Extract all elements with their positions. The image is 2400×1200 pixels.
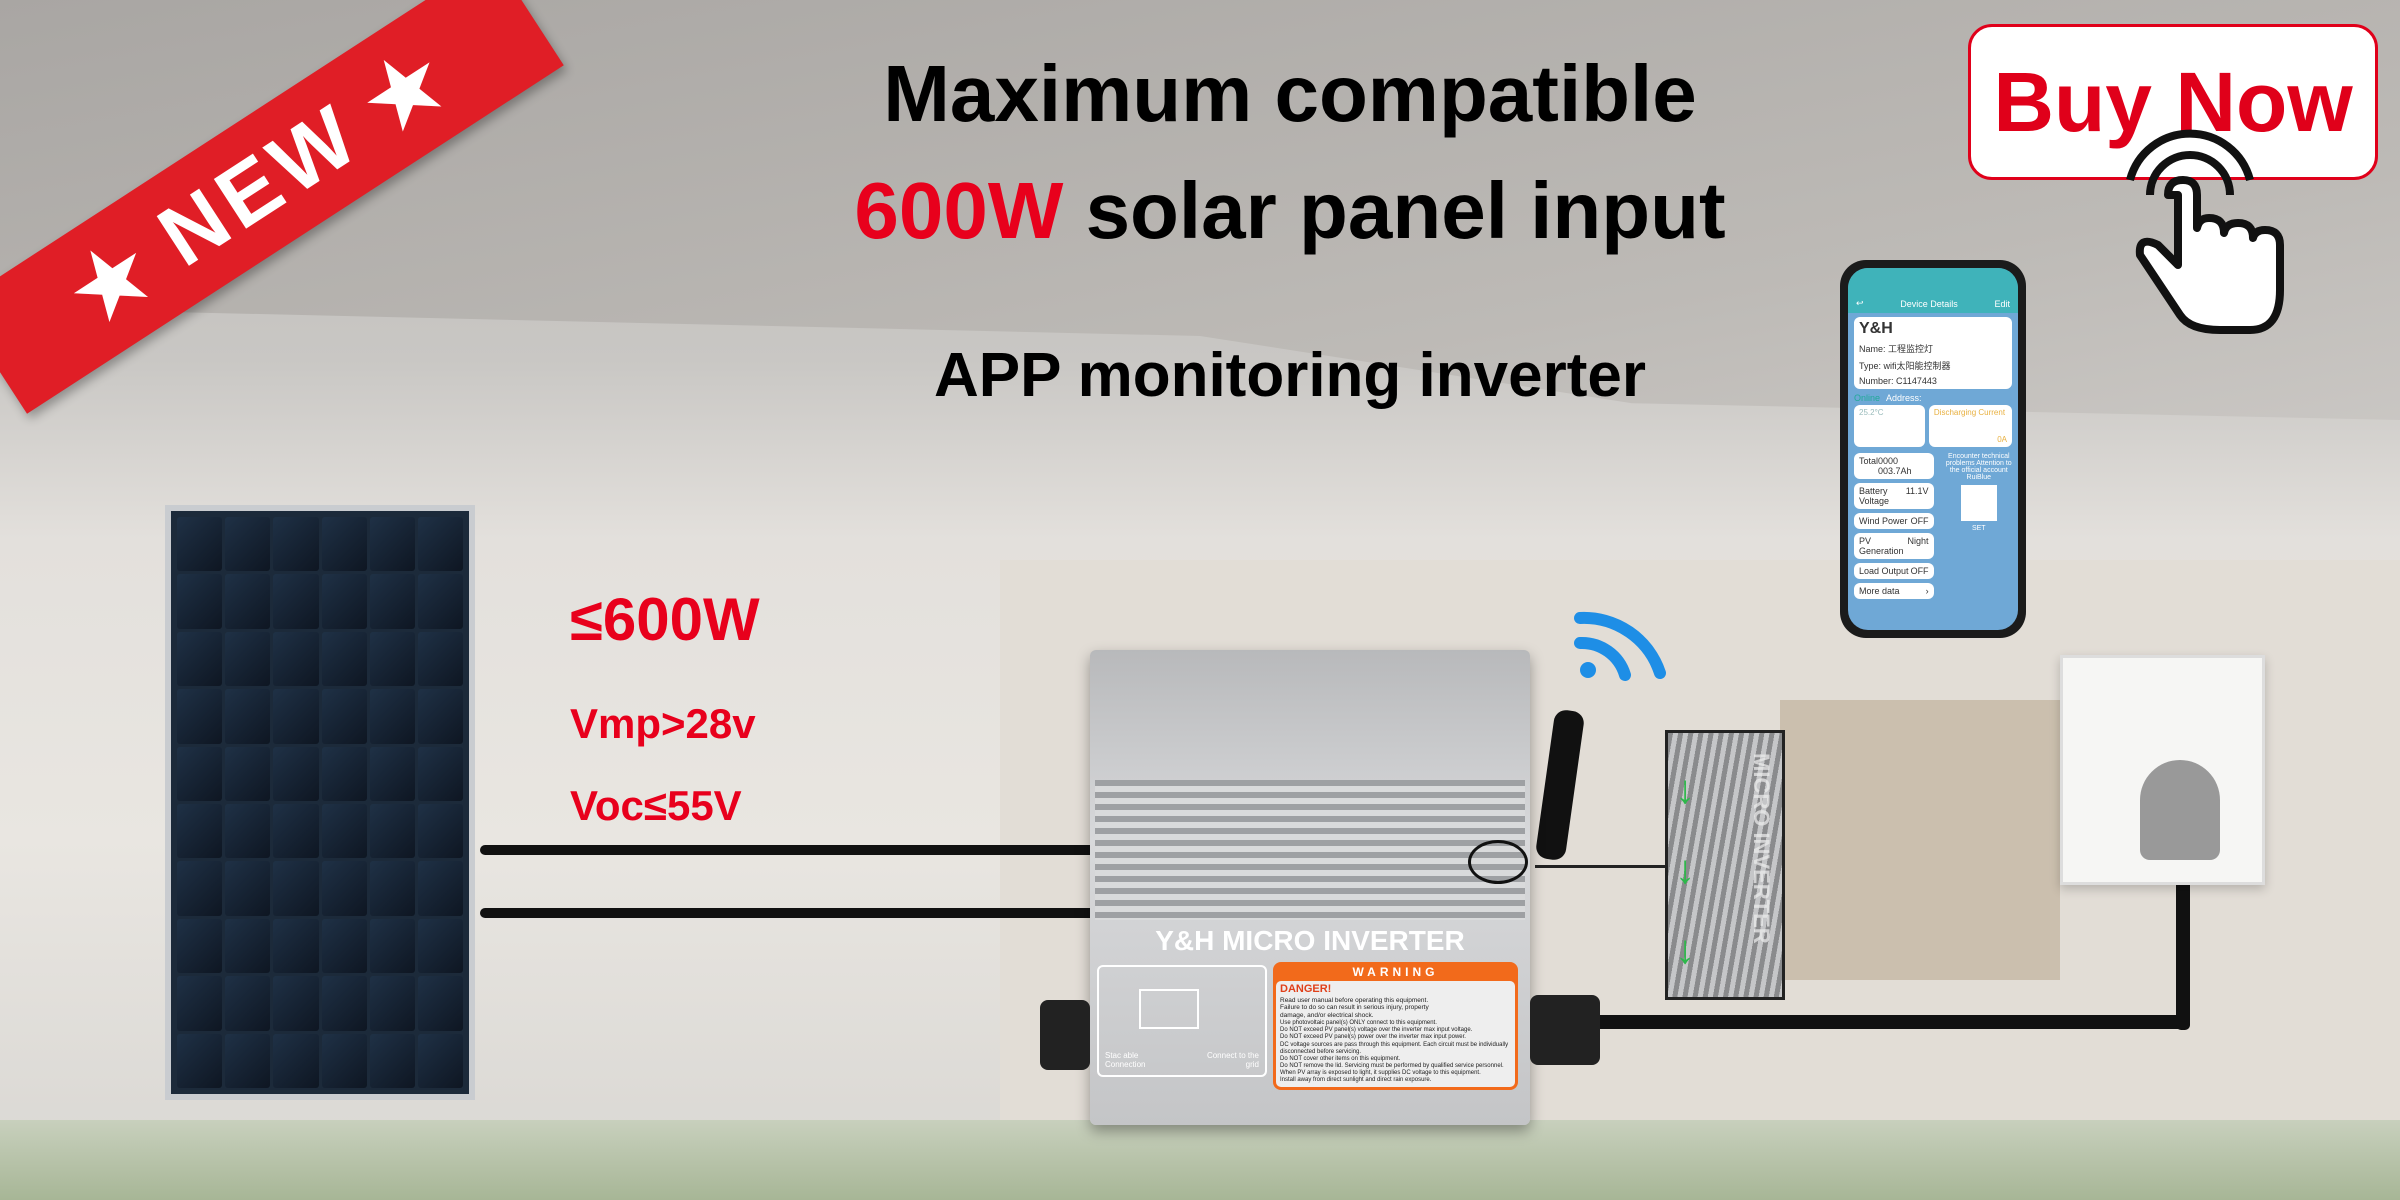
dc-cable	[480, 845, 1100, 855]
warning-rule: DC voltage sources are pass through this…	[1280, 1041, 1509, 1055]
headline-line1: Maximum compatible	[883, 49, 1697, 138]
vmp-spec: Vmp>28v	[570, 700, 756, 747]
headline-highlight: 600W	[854, 166, 1064, 255]
warning-rule: Do NOT exceed PV panel(s) voltage over t…	[1280, 1027, 1473, 1034]
row-value: 0000 003.7Ah	[1878, 456, 1912, 476]
row-label: Battery Voltage	[1859, 486, 1890, 506]
dc-connector	[1040, 1000, 1090, 1070]
detail-inset: MICRO INVERTER	[1665, 730, 1785, 1000]
warning-rule: When PV array is exposed to light, it su…	[1280, 1070, 1481, 1077]
row-value: 11.1V	[1905, 486, 1929, 496]
row-label: Wind Power	[1859, 516, 1908, 526]
warning-title: WARNING	[1276, 965, 1515, 980]
inset-text: MICRO INVERTER	[1749, 753, 1774, 944]
garden	[0, 1120, 2400, 1200]
temperature: 25.2°C	[1854, 405, 1925, 447]
device-number: Number: C1147443	[1859, 376, 1937, 386]
warning-rule: Use photovoltaic panel(s) ONLY connect t…	[1280, 1019, 1437, 1026]
warning-rule: Install away from direct sunlight and di…	[1280, 1077, 1432, 1084]
headline-line3: APP monitoring inverter	[934, 341, 1646, 410]
device-type: Type: wifi太阳能控制器	[1859, 361, 1951, 371]
device-brand: Y&H	[1859, 320, 1893, 337]
row-value: Night	[1907, 536, 1929, 546]
diagram-label-right: Connect to the grid	[1206, 1051, 1259, 1069]
ac-cable	[1530, 1015, 2190, 1029]
headline-line2: 600W solar panel input	[0, 165, 2400, 257]
more-data: More data	[1859, 586, 1900, 596]
pointing-hand-icon	[2126, 129, 2284, 334]
row-label: Load Output	[1859, 566, 1909, 576]
discharge-value: 0A	[1997, 435, 2007, 444]
chevron-right-icon: ›	[1925, 586, 1929, 596]
arrow-icons: ↓↓↓	[1675, 768, 1695, 972]
device-address: Address:	[1886, 393, 1922, 403]
row-label: PV Generation	[1859, 536, 1904, 556]
wifi-icon	[1574, 611, 1666, 681]
back-icon: ↩	[1856, 298, 1864, 308]
detail-circle	[1468, 840, 1528, 884]
wiring-diagram: Stac able Connection Connect to the grid	[1097, 965, 1267, 1077]
discharge-label: Discharging Current	[1933, 408, 2006, 417]
row-value: OFF	[1910, 566, 1929, 576]
inverter-name: Y&H MICRO INVERTER	[1155, 925, 1465, 956]
solar-panel	[165, 505, 475, 1100]
qr-code	[1960, 485, 1997, 521]
callout-line	[1535, 865, 1665, 868]
danger-title: DANGER!	[1280, 983, 1332, 996]
heat-sink-fins	[1095, 780, 1525, 920]
device-name: Name: 工程监控灯	[1859, 344, 1934, 354]
row-label: Total	[1859, 456, 1879, 466]
plug	[2140, 760, 2220, 860]
ac-cable	[2176, 860, 2190, 1030]
dc-cable	[480, 908, 1100, 918]
voc-spec: Voc≤55V	[570, 782, 742, 829]
warning-label: WARNING DANGER! Read user manual before …	[1273, 962, 1518, 1090]
diagram-label-left: Stac able Connection	[1105, 1051, 1146, 1069]
ac-connector	[1530, 995, 1600, 1065]
danger-text: Read user manual before operating this e…	[1280, 996, 1429, 1020]
warning-rule: Do NOT cover other items on this equipme…	[1280, 1055, 1401, 1062]
max-power-spec: ≤600W	[570, 586, 760, 653]
edit-link: Edit	[1994, 299, 2010, 309]
row-value: OFF	[1910, 516, 1929, 526]
warning-rule: Do NOT exceed PV panel(s) power over the…	[1280, 1034, 1466, 1041]
house-door	[1780, 700, 2060, 980]
phone-app-screenshot: ↩ Device Details Edit Y&H Name: 工程监控灯 Type…	[1840, 260, 2026, 638]
promo-text: Encounter technical problems Attention t…	[1945, 453, 2012, 481]
app-header: Device Details	[1900, 299, 1958, 309]
headline-rest: solar panel input	[1085, 166, 1726, 255]
online-status: Online	[1854, 393, 1881, 403]
warning-rule: Do NOT remove the lid. Servicing must be…	[1280, 1063, 1504, 1070]
set-button: SET	[1971, 525, 1986, 532]
